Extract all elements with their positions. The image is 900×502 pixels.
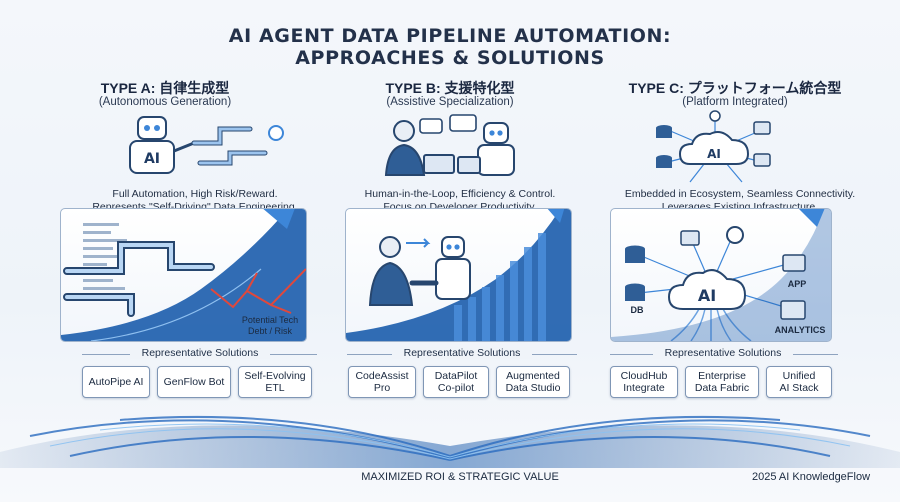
cloud-icon: [667, 269, 747, 310]
handshake-robot-icon: [435, 236, 471, 300]
laptop-icon: [457, 156, 481, 174]
solution-augmented-data-studio[interactable]: Augmented Data Studio: [496, 366, 570, 398]
database-icon: [625, 245, 645, 301]
risk-annotation: Potential Tech Debt / Risk: [241, 315, 299, 336]
cloud-small-icon: [709, 110, 721, 122]
app-window-icon: [782, 254, 806, 272]
database-icon: [656, 125, 672, 168]
arrow-up-icon: [263, 209, 295, 229]
growth-area: [61, 209, 306, 341]
arrow-right-icon: [406, 238, 431, 248]
solution-cloudhub-integrate[interactable]: CloudHub Integrate: [610, 366, 678, 398]
type-c-title: TYPE C: プラットフォーム統合型: [628, 80, 842, 96]
app-label: APP: [787, 279, 807, 289]
type-a-rep-label: Representative Solutions: [130, 347, 270, 359]
analytics-chart-icon: [780, 300, 806, 320]
robot-icon: AI: [129, 116, 195, 174]
chat-bubble-icon: [419, 118, 443, 134]
robot-ai-label: AI: [144, 151, 160, 167]
window-icon: [753, 121, 771, 135]
type-a-subtitle: (Autonomous Generation): [98, 96, 232, 108]
gear-icon: [726, 226, 744, 244]
db-label: DB: [630, 305, 644, 315]
solution-self-evolving-etl[interactable]: Self-Evolving ETL: [238, 366, 312, 398]
converging-flow-decoration: [0, 415, 900, 468]
robot-icon: [477, 122, 515, 176]
type-c-subtitle: (Platform Integrated): [682, 96, 788, 108]
type-a-title: TYPE A: 自律生成型: [100, 80, 230, 96]
solution-autopipe-ai[interactable]: AutoPipe AI: [82, 366, 150, 398]
cloud-ai-label: AI: [698, 286, 716, 305]
footer-center-text: MAXIMIZED ROI & STRATEGIC VALUE: [361, 471, 559, 483]
solution-unified-ai-stack[interactable]: Unified AI Stack: [766, 366, 832, 398]
risk-lightning: [210, 268, 306, 314]
type-b-title: TYPE B: 支援特化型: [385, 80, 515, 96]
type-a-panel: Potential Tech Debt / Risk: [60, 208, 307, 342]
solution-genflow-bot[interactable]: GenFlow Bot: [157, 366, 231, 398]
solution-codeassist-pro[interactable]: CodeAssist Pro: [348, 366, 416, 398]
page-title-line1: AI AGENT DATA PIPELINE AUTOMATION:: [228, 25, 672, 47]
chart-window-icon: [753, 153, 771, 167]
bar-chart-decoration: [454, 233, 546, 341]
type-a-description: Full Automation, High Risk/Reward. Repre…: [92, 188, 298, 213]
cloud-icon: [678, 131, 750, 165]
analytics-label: ANALYTICS: [774, 325, 826, 335]
type-b-description: Human-in-the-Loop, Efficiency & Control.…: [364, 188, 556, 213]
laptop-icon: [423, 154, 455, 174]
page-title-line2: APPROACHES & SOLUTIONS: [295, 47, 605, 69]
footer-credit: 2025 AI KnowledgeFlow: [752, 471, 871, 483]
code-bubble-icon: [449, 114, 477, 132]
type-b-collab-illustration: [384, 114, 515, 176]
solution-datapilot-copilot[interactable]: DataPilot Co-pilot: [423, 366, 489, 398]
person-icon: [384, 120, 426, 176]
solution-enterprise-data-fabric[interactable]: Enterprise Data Fabric: [685, 366, 759, 398]
globe-window-icon: [680, 230, 700, 246]
svg-text:AI: AI: [707, 147, 721, 161]
type-a-robot-illustration: AI: [129, 116, 284, 174]
type-b-rep-label: Representative Solutions: [392, 347, 532, 359]
gear-icon: [268, 125, 284, 141]
type-b-subtitle: (Assistive Specialization): [386, 96, 514, 108]
type-b-panel: [345, 208, 572, 342]
handshake-person-icon: [368, 236, 414, 306]
type-c-rep-label: Representative Solutions: [653, 347, 793, 359]
type-c-panel: AI DB APP ANALYTICS: [610, 208, 832, 342]
type-c-cloud-illustration: AI: [656, 110, 771, 183]
